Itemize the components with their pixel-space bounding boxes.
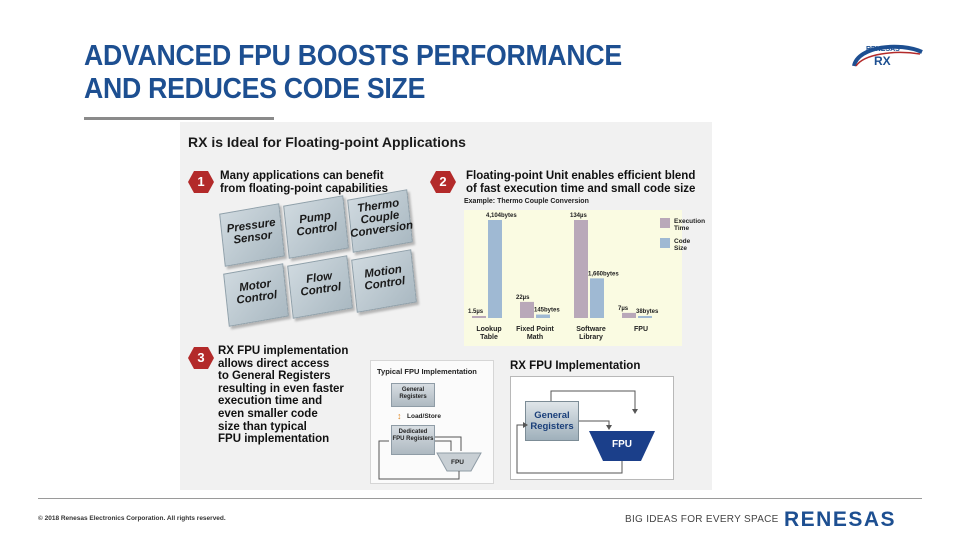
point-3-line: resulting in even faster <box>218 382 344 395</box>
point-3-line: RX FPU implementation <box>218 345 349 357</box>
arrow-icon <box>550 390 636 411</box>
hexagon-icon <box>188 347 214 369</box>
bar-execution-time <box>520 301 534 318</box>
hex-badge-number: 2 <box>439 174 447 189</box>
chart-title: Example: Thermo Couple Conversion <box>464 198 589 205</box>
content-panel: RX is Ideal for Floating-point Applicati… <box>180 122 712 490</box>
load-store-arrow-icon: ↕ <box>397 411 402 421</box>
point-1-text: Many applications can benefit from float… <box>220 170 388 196</box>
bar-code-size <box>638 316 652 318</box>
rx-logo-graphic: RENESAS RX <box>852 44 923 68</box>
typical-fpu-label: FPU <box>451 459 464 466</box>
bar-execution-time <box>472 316 486 318</box>
hex-badge-number: 3 <box>197 350 205 365</box>
rx-fpu-shape <box>589 431 655 461</box>
renesas-rx-logo: RENESAS RX <box>850 40 924 70</box>
data-label-execution-time: 1.5µs <box>468 309 484 315</box>
hexagon-icon <box>430 171 456 193</box>
arrow-icon <box>516 424 623 474</box>
hex-badge-2: 2 <box>430 170 456 194</box>
title-underline <box>84 117 274 120</box>
hex-badge-3: 3 <box>188 346 214 370</box>
legend-label-code-size: Size <box>674 245 687 252</box>
legend-label-code-size: Code <box>674 238 691 245</box>
legend-label-execution-time: Time <box>674 225 689 232</box>
point-3-line: allows direct access <box>218 357 330 370</box>
data-label-execution-time: 22µs <box>516 295 530 301</box>
hex-badge-number: 1 <box>197 174 205 189</box>
point-2-line: of fast execution time and small code si… <box>466 183 696 195</box>
point-3-line: even smaller code <box>218 407 318 420</box>
renesas-logo: RENESAS <box>784 508 897 531</box>
arrow-head-icon <box>632 409 638 414</box>
rx-logo-product: RX <box>874 54 891 68</box>
point-2-line: Floating-point Unit enables efficient bl… <box>466 170 696 182</box>
typical-general-registers: General Registers <box>391 383 435 407</box>
footer-divider <box>38 498 922 499</box>
panel-heading: RX is Ideal for Floating-point Applicati… <box>188 134 466 150</box>
point-3-line: to General Registers <box>218 370 331 383</box>
typical-fpu-title: Typical FPU Implementation <box>377 367 477 376</box>
hexagon-icon <box>188 171 214 193</box>
arrow-icon <box>579 420 610 427</box>
point-1-line: from floating-point capabilities <box>220 183 389 195</box>
rx-logo-brand: RENESAS <box>866 46 900 53</box>
rx-fpu-arrows <box>516 390 655 474</box>
arrow-icon <box>378 440 460 480</box>
rx-fpu-title: RX FPU Implementation <box>510 360 641 372</box>
rx-fpu-diagram: General Registers FPU <box>510 376 674 480</box>
point-1-line: Many applications can benefit <box>220 170 384 182</box>
typical-fpu-arrows <box>378 436 482 480</box>
data-label-code-size: 1,660bytes <box>588 271 619 277</box>
typical-fpu-diagram: Typical FPU Implementation General Regis… <box>370 360 494 484</box>
legend-swatch-execution-time <box>660 218 670 228</box>
bar-chart: 1.5µs 4,104bytes 22µs 145bytes 134µs 1,660byt… <box>468 213 705 318</box>
point-3-text: RX FPU implementation allows direct acce… <box>218 345 348 446</box>
point-3-line: FPU implementation <box>218 433 330 446</box>
typical-fpu-shape <box>436 452 482 472</box>
rx-general-registers: General Registers <box>525 401 579 441</box>
copyright-text: © 2018 Renesas Electronics Corporation. … <box>38 515 226 522</box>
hex-badge-1: 1 <box>188 170 214 194</box>
bar-execution-time <box>622 312 636 318</box>
arrow-head-icon <box>606 425 612 430</box>
arrow-head-icon <box>523 422 528 428</box>
legend-label-execution-time: Execution <box>674 218 705 225</box>
arrow-icon <box>435 440 452 451</box>
slide-title-line1: ADVANCED FPU BOOSTS PERFORMANCE <box>84 40 622 72</box>
category-label: FPU <box>634 326 648 333</box>
bar-code-size <box>536 314 550 318</box>
data-label-code-size: 4,104bytes <box>486 213 517 219</box>
point-2-text: Floating-point Unit enables efficient bl… <box>466 170 695 196</box>
load-store-label: Load/Store <box>407 413 441 420</box>
dedicated-fpu-registers: Dedicated FPU Registers <box>391 425 435 455</box>
data-label-code-size: 145bytes <box>534 308 560 314</box>
bar-execution-time <box>574 220 588 318</box>
rx-fpu-label: FPU <box>612 439 632 450</box>
legend-swatch-code-size <box>660 238 670 248</box>
point-3-line: size than typical <box>218 420 307 433</box>
point-3-line: execution time and <box>218 395 323 408</box>
slide-title-line2: AND REDUCES CODE SIZE <box>84 73 426 105</box>
data-label-code-size: 38bytes <box>636 309 659 315</box>
bar-code-size <box>488 220 502 318</box>
data-label-execution-time: 7µs <box>618 306 629 312</box>
bar-code-size <box>590 278 604 318</box>
slide-title: ADVANCED FPU BOOSTS PERFORMANCE AND REDU… <box>84 40 622 106</box>
footer-tagline: BIG IDEAS FOR EVERY SPACE <box>625 514 779 525</box>
data-label-execution-time: 134µs <box>570 213 587 219</box>
arrow-icon <box>435 436 462 451</box>
